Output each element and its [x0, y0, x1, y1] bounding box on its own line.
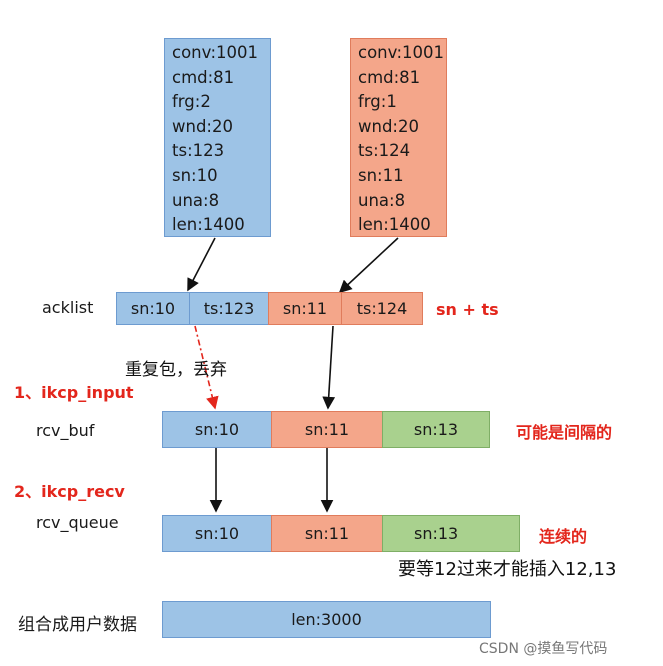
rcv-buf-note: 可能是间隔的	[516, 423, 613, 442]
packet-orange-field: sn:11	[358, 165, 404, 185]
rcv-buf-cell-sn13: sn:13	[382, 411, 490, 448]
watermark: CSDN @摸鱼写代码	[479, 641, 608, 657]
packet-orange-field: una:8	[358, 190, 406, 210]
step1-label: 1、ikcp_input	[14, 383, 134, 402]
rcv-queue-cell-sn13: sn:13	[382, 515, 520, 552]
acklist-label: acklist	[42, 298, 94, 317]
arrow-duplicate-discard	[194, 325, 219, 410]
acklist-cell-ts124: ts:124	[341, 292, 423, 325]
rcv-queue-cell-sn11: sn:11	[271, 515, 383, 552]
packet-orange-field: cmd:81	[358, 67, 421, 87]
packet-blue-field: ts:123	[172, 141, 225, 161]
packet-blue-field: una:8	[172, 190, 220, 210]
duplicate-discard-note: 重复包，丢弃	[125, 360, 227, 380]
acklist-cell-ts123: ts:123	[189, 292, 269, 325]
assemble-label: 组合成用户数据	[18, 615, 137, 635]
step2-label: 2、ikcp_recv	[14, 482, 125, 501]
packet-blue-field: sn:10	[172, 165, 218, 185]
packet-blue-field: cmd:81	[172, 67, 235, 87]
packet-orange: conv:1001 cmd:81 frg:1 wnd:20 ts:124 sn:…	[350, 38, 447, 237]
arrow-blue-packet-to-acklist	[187, 237, 216, 292]
packet-orange-field: wnd:20	[358, 116, 419, 136]
acklist-cell-sn11: sn:11	[268, 292, 342, 325]
packet-orange-field: len:1400	[358, 215, 431, 235]
packet-blue-field: wnd:20	[172, 116, 233, 136]
rcv-buf-cell-sn11: sn:11	[271, 411, 383, 448]
rcv-buf-label: rcv_buf	[36, 421, 95, 440]
packet-orange-field: frg:1	[358, 92, 397, 112]
assemble-cell-len3000: len:3000	[162, 601, 491, 638]
rcv-buf-cell-sn10: sn:10	[162, 411, 272, 448]
packet-blue-field: frg:2	[172, 92, 211, 112]
packet-orange-field: conv:1001	[358, 43, 445, 62]
packet-blue-field: len:1400	[172, 215, 245, 235]
rcv-queue-cell-sn10: sn:10	[162, 515, 272, 552]
arrow-orange-packet-to-acklist	[338, 237, 399, 294]
rcv-queue-annotation: 要等12过来才能插入12,13	[398, 559, 617, 580]
rcv-queue-label: rcv_queue	[36, 513, 119, 532]
acklist-cell-sn10: sn:10	[116, 292, 190, 325]
packet-orange-field: ts:124	[358, 141, 411, 161]
acklist-note: sn + ts	[436, 300, 499, 319]
packet-blue: conv:1001 cmd:81 frg:2 wnd:20 ts:123 sn:…	[164, 38, 271, 237]
arrow-acklist-to-rcvbuf	[322, 325, 336, 410]
packet-blue-field: conv:1001	[172, 43, 259, 62]
rcv-queue-note: 连续的	[539, 527, 588, 546]
